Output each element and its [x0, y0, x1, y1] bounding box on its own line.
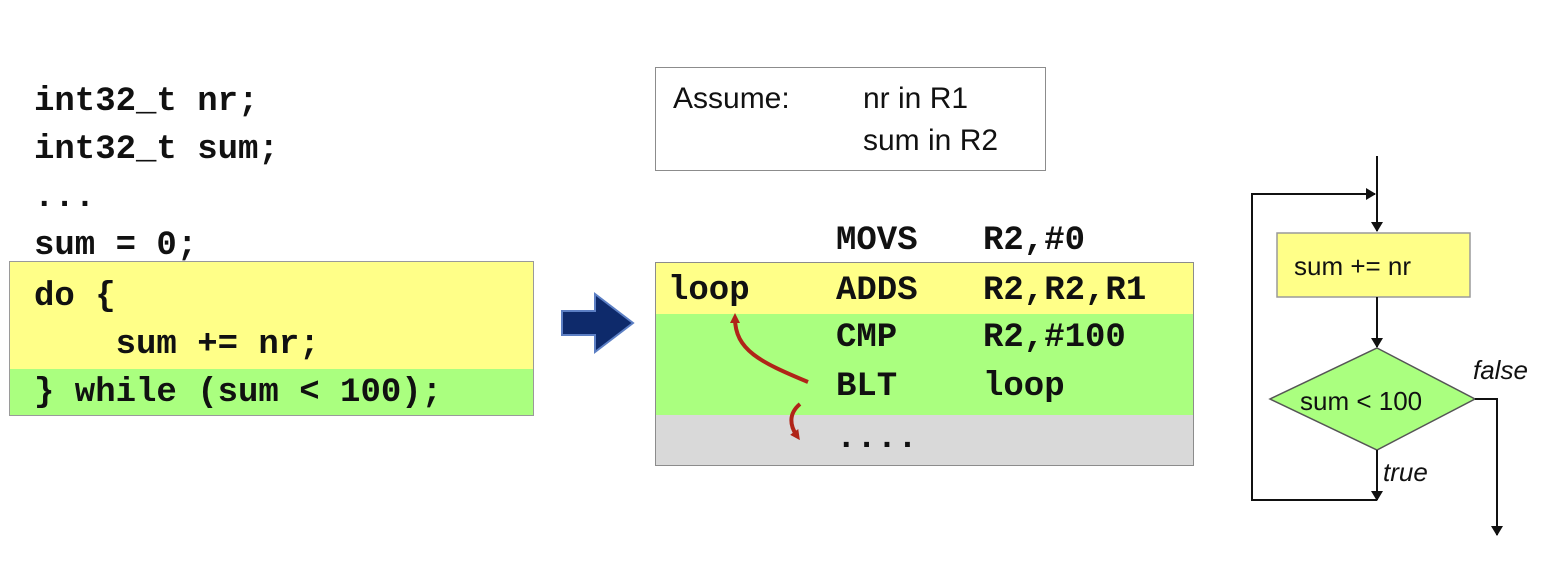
c-code-loop-body-highlight — [9, 261, 534, 369]
flow-loopback-path — [1251, 188, 1377, 501]
flow-false-label: false — [1473, 355, 1528, 385]
c-line-decl-nr: int32_t nr; — [34, 83, 259, 121]
flow-process-box — [1276, 232, 1471, 298]
asm-args-blt: loop — [983, 368, 1065, 406]
asm-op-cmp: CMP — [836, 319, 898, 357]
asm-op-movs: MOVS — [836, 222, 918, 260]
asm-ellipsis: .... — [836, 420, 918, 458]
flow-false-exit-arrow — [1475, 398, 1503, 536]
c-line-while: } while (sum < 100); — [34, 374, 443, 412]
assume-line-2: sum in R2 — [863, 124, 999, 157]
c-code-condition-highlight — [9, 369, 534, 416]
asm-args-movs: R2,#0 — [983, 222, 1086, 260]
c-line-decl-sum: int32_t sum; — [34, 131, 279, 169]
branch-taken-arrow-icon — [730, 313, 809, 384]
assembly-panel — [655, 262, 1194, 466]
asm-args-cmp: R2,#100 — [983, 319, 1126, 357]
asm-after-loop-highlight — [656, 415, 1193, 465]
flow-true-label: true — [1383, 457, 1428, 487]
asm-condition-highlight — [656, 314, 1193, 415]
c-line-body: sum += nr; — [34, 326, 320, 364]
assume-line-1: nr in R1 — [863, 82, 969, 115]
asm-args-adds: R2,R2,R1 — [983, 272, 1147, 310]
branch-fallthrough-arrow-icon — [789, 402, 802, 441]
assume-box: Assume: nr in R1 sum in R2 — [655, 67, 1046, 171]
assume-label: Assume: — [673, 82, 790, 115]
flow-decision-label: sum < 100 — [1300, 386, 1423, 416]
translation-arrow-shape — [561, 291, 635, 355]
c-line-init: sum = 0; — [34, 227, 198, 265]
asm-op-blt: BLT — [836, 368, 898, 406]
flow-process-label: sum += nr — [1294, 251, 1412, 281]
c-line-ellipsis: ... — [34, 179, 96, 217]
asm-op-adds: ADDS — [836, 272, 918, 310]
c-line-do-open: do { — [34, 278, 116, 316]
asm-label-loop: loop — [668, 272, 750, 310]
asm-loop-body-highlight — [656, 263, 1193, 314]
